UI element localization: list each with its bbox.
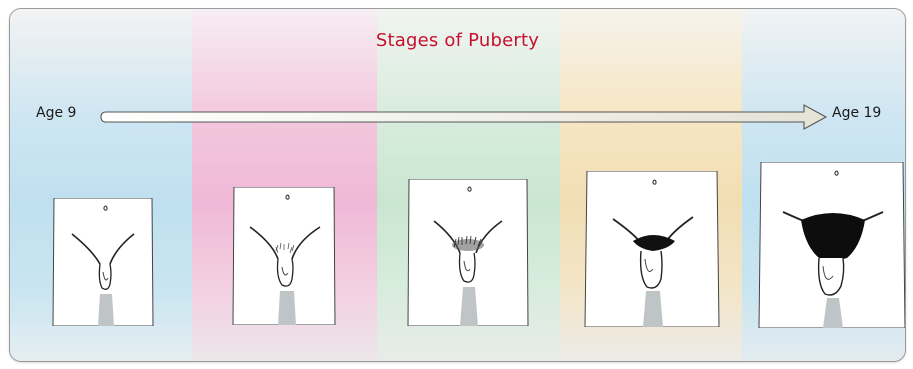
stage-1-illustration (52, 198, 154, 326)
stage-5-illustration (757, 162, 906, 328)
diagram-frame: Stages of Puberty (9, 8, 906, 362)
stage-2-illustration (232, 187, 336, 325)
stage-4-illustration (583, 171, 721, 327)
diagram-title: Stages of Puberty (10, 30, 905, 51)
age-start-label: Age 9 (36, 105, 76, 121)
age-timeline-arrow (98, 102, 832, 136)
stage-3-illustration (406, 179, 530, 326)
age-end-label: Age 19 (832, 105, 881, 121)
